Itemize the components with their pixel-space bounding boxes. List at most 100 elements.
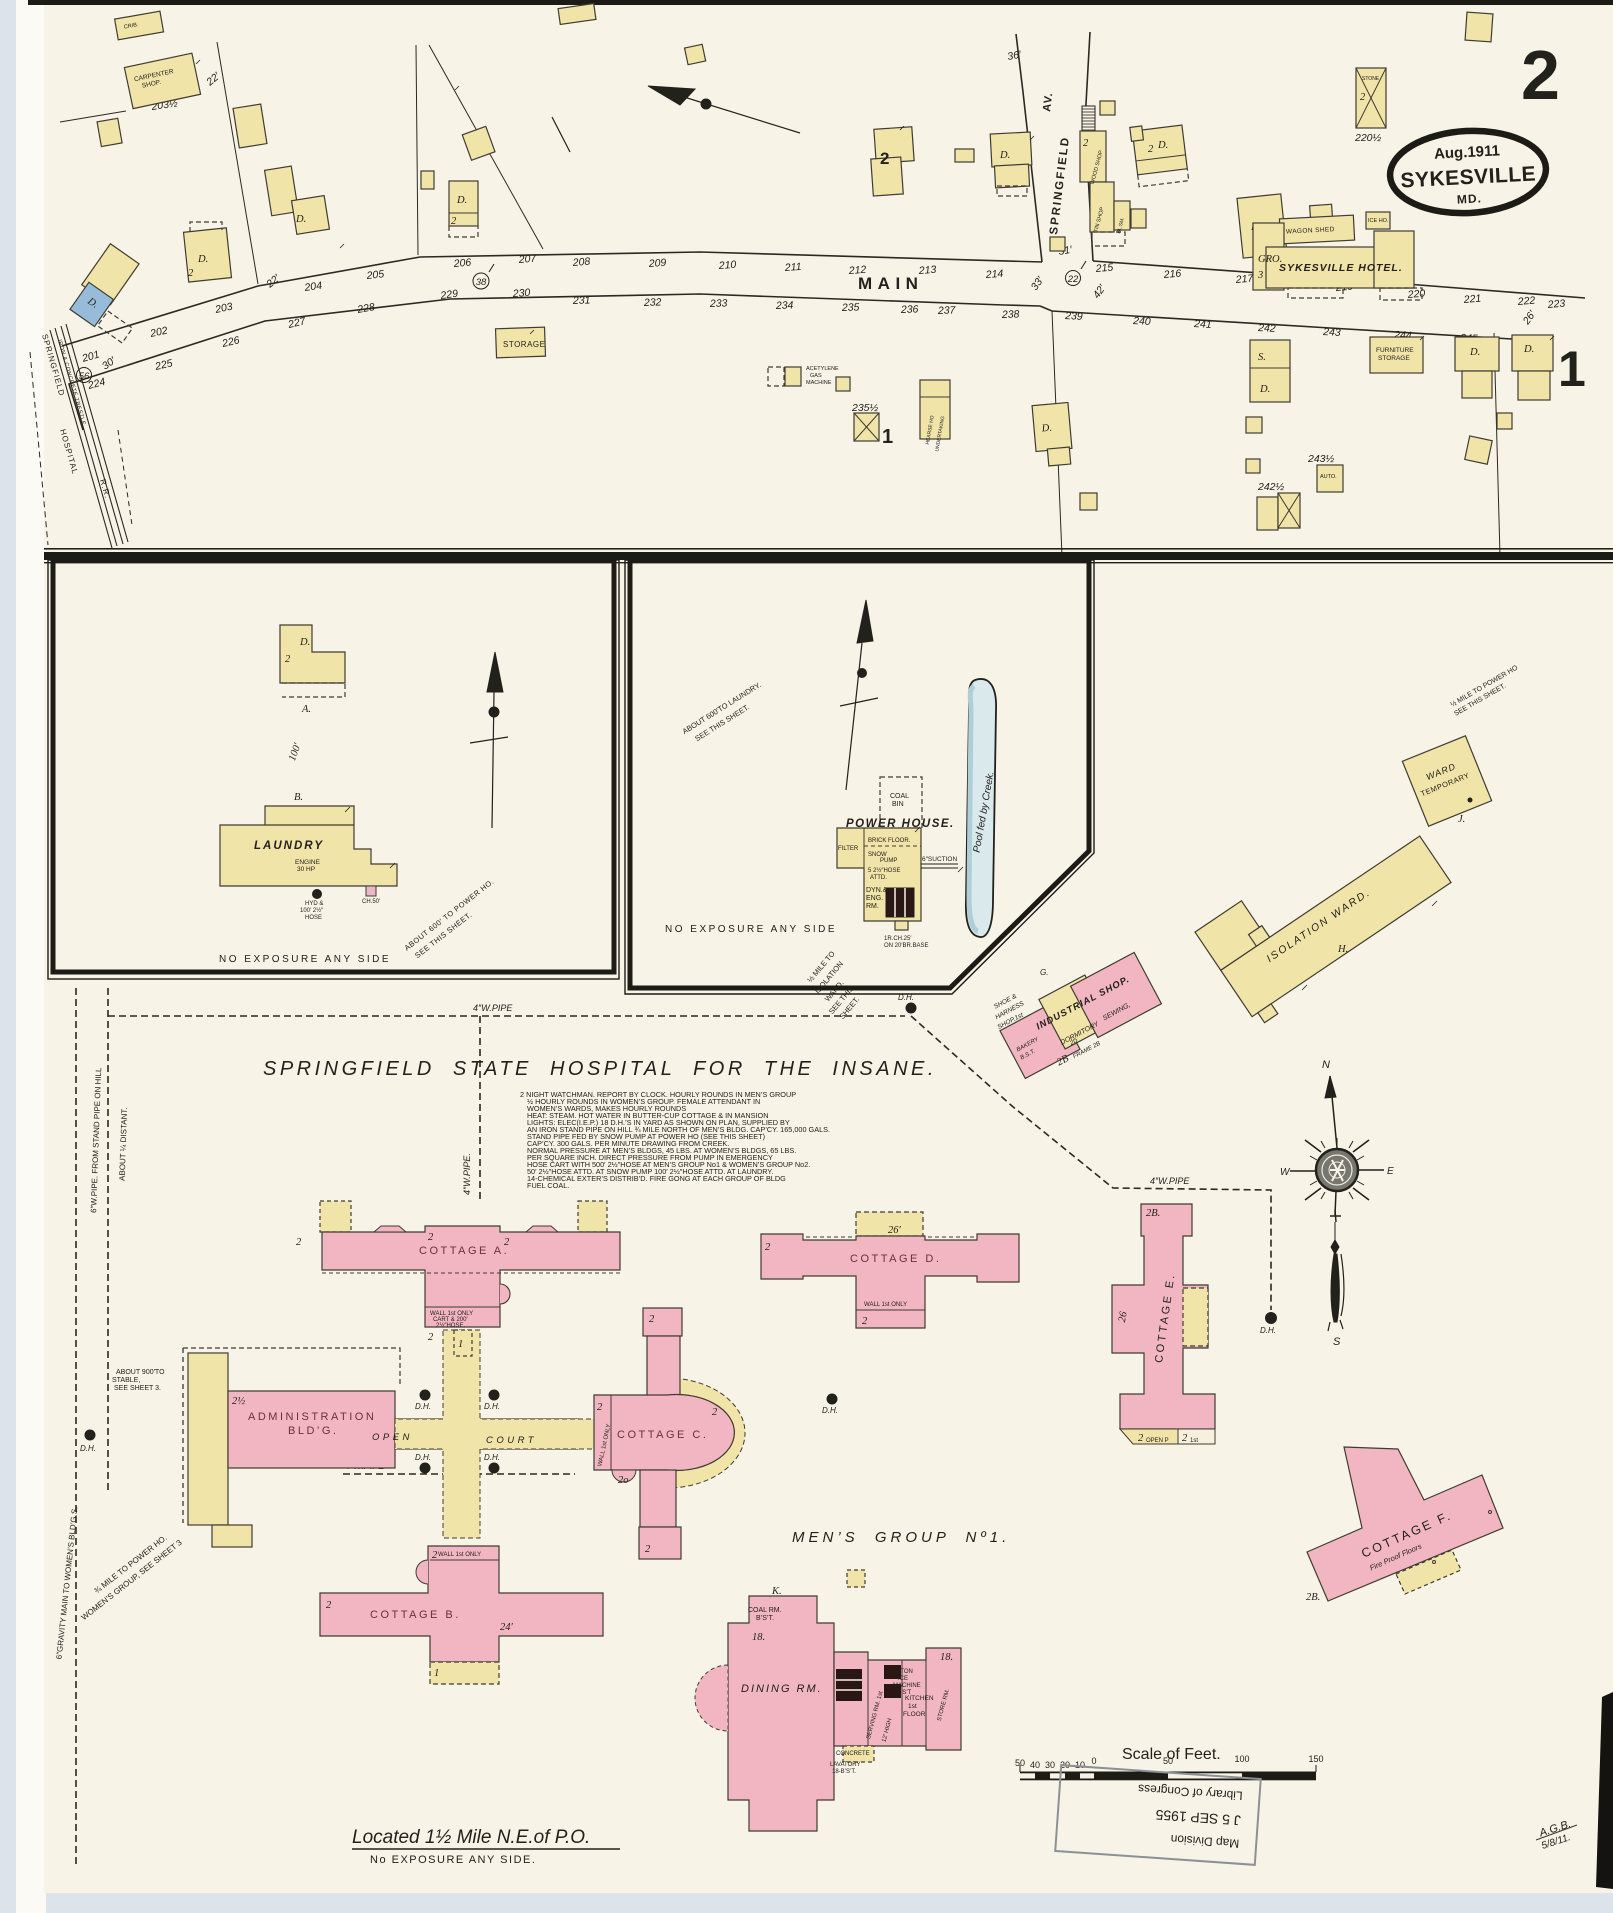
svg-text:J 5 SEP 1955: J 5 SEP 1955 bbox=[1155, 1807, 1241, 1829]
svg-text:LIGHTS: ELEC(I.E.P.) 18 D.H.’S: LIGHTS: ELEC(I.E.P.) 18 D.H.’S IN YARD A… bbox=[527, 1118, 790, 1127]
svg-text:ABOUT 900′TO: ABOUT 900′TO bbox=[116, 1369, 165, 1376]
svg-text:J.: J. bbox=[1458, 814, 1465, 825]
svg-text:WOMEN’S WARDS, MAKES HOURLY RO: WOMEN’S WARDS, MAKES HOURLY ROUNDS bbox=[527, 1104, 686, 1113]
svg-text:MACHINE: MACHINE bbox=[893, 1683, 921, 1689]
svg-text:2: 2 bbox=[1083, 138, 1089, 149]
svg-text:ATTD.: ATTD. bbox=[870, 875, 887, 881]
svg-text:2: 2 bbox=[428, 1332, 434, 1343]
svg-text:205: 205 bbox=[365, 268, 385, 282]
svg-text:D.H.: D.H. bbox=[415, 1402, 431, 1411]
svg-text:213: 213 bbox=[917, 264, 936, 277]
svg-text:W: W bbox=[1280, 1167, 1291, 1178]
svg-text:242: 242 bbox=[1257, 322, 1276, 335]
svg-text:229: 229 bbox=[439, 288, 459, 302]
svg-text:2: 2 bbox=[432, 1550, 438, 1561]
svg-text:223: 223 bbox=[1546, 297, 1566, 311]
svg-text:235: 235 bbox=[841, 301, 860, 314]
svg-text:220½: 220½ bbox=[1354, 132, 1382, 144]
svg-text:MACHINE: MACHINE bbox=[806, 380, 832, 386]
svg-text:HOSE: HOSE bbox=[305, 915, 322, 921]
svg-text:B’S’T: B’S’T bbox=[897, 1690, 912, 1696]
svg-text:207: 207 bbox=[517, 252, 538, 266]
svg-text:2½″HOSE.: 2½″HOSE. bbox=[436, 1322, 465, 1329]
svg-text:2: 2 bbox=[451, 216, 457, 227]
svg-text:PUMP: PUMP bbox=[880, 858, 897, 864]
svg-text:CONCRETE: CONCRETE bbox=[836, 1751, 870, 1757]
svg-text:BLD’G.: BLD’G. bbox=[288, 1425, 338, 1437]
svg-text:240: 240 bbox=[1132, 315, 1151, 328]
svg-text:LAUNDRY: LAUNDRY bbox=[254, 840, 324, 852]
svg-text:OPEN: OPEN bbox=[372, 1432, 413, 1443]
svg-text:18.: 18. bbox=[752, 1632, 765, 1643]
svg-text:GAS: GAS bbox=[810, 373, 822, 379]
svg-text:CAP’CY. 300 GALS. PER MINUTE D: CAP’CY. 300 GALS. PER MINUTE DRAWING FRO… bbox=[527, 1139, 729, 1148]
svg-text:210: 210 bbox=[717, 259, 736, 272]
svg-text:2o: 2o bbox=[618, 1475, 629, 1486]
svg-text:208: 208 bbox=[571, 255, 591, 269]
svg-text:B.: B. bbox=[294, 792, 303, 803]
svg-text:217: 217 bbox=[1234, 272, 1255, 286]
svg-text:2: 2 bbox=[1182, 1433, 1188, 1444]
svg-text:1: 1 bbox=[1558, 341, 1586, 397]
svg-text:G.: G. bbox=[1040, 968, 1048, 977]
svg-text:232: 232 bbox=[643, 296, 662, 309]
svg-text:MEN’S GROUP Nº1.: MEN’S GROUP Nº1. bbox=[792, 1529, 1010, 1546]
svg-text:204: 204 bbox=[303, 280, 323, 294]
svg-text:CH.50′: CH.50′ bbox=[362, 899, 381, 905]
svg-text:2 NIGHT WATCHMAN. REPORT BY CL: 2 NIGHT WATCHMAN. REPORT BY CLOCK. HOURL… bbox=[520, 1090, 796, 1099]
svg-text:A.: A. bbox=[301, 704, 311, 715]
svg-text:222: 222 bbox=[1516, 294, 1536, 308]
svg-text:SHOP.: SHOP. bbox=[141, 79, 162, 90]
svg-text:WALL 1st ONLY: WALL 1st ONLY bbox=[864, 1302, 907, 1308]
svg-text:ICE HO.: ICE HO. bbox=[1368, 218, 1389, 224]
svg-text:18-B’S’T.: 18-B’S’T. bbox=[832, 1769, 856, 1775]
svg-text:30: 30 bbox=[1045, 1760, 1055, 1770]
svg-text:1: 1 bbox=[458, 1339, 463, 1350]
svg-text:KITCHEN: KITCHEN bbox=[905, 1695, 934, 1702]
svg-text:NO EXPOSURE ANY SIDE: NO EXPOSURE ANY SIDE bbox=[219, 954, 391, 965]
svg-text:1R.CH.25′: 1R.CH.25′ bbox=[884, 936, 912, 942]
svg-text:NORMAL PRESSURE AT MEN’S BLDGS: NORMAL PRESSURE AT MEN’S BLDGS, 45 LBS. … bbox=[527, 1146, 796, 1155]
svg-text:D.: D. bbox=[1469, 347, 1480, 358]
svg-text:D.: D. bbox=[1040, 423, 1052, 435]
svg-text:COAL RM.: COAL RM. bbox=[748, 1607, 782, 1614]
svg-text:OPEN P: OPEN P bbox=[1146, 1438, 1169, 1444]
svg-text:5 2½″HOSE: 5 2½″HOSE bbox=[868, 867, 900, 874]
svg-text:2: 2 bbox=[1360, 92, 1366, 103]
svg-text:2D: 2D bbox=[1069, 1038, 1080, 1048]
svg-text:AN IRON STAND PIPE ON HILL ¾ M: AN IRON STAND PIPE ON HILL ¾ MILE NORTH … bbox=[527, 1125, 830, 1134]
svg-text:Map Division: Map Division bbox=[1170, 1832, 1240, 1851]
svg-text:HEAT: STEAM. HOT WATER IN BUTT: HEAT: STEAM. HOT WATER IN BUTTER-CUP COT… bbox=[527, 1111, 769, 1120]
svg-text:2: 2 bbox=[712, 1407, 718, 1418]
svg-text:COTTAGE A.: COTTAGE A. bbox=[419, 1245, 509, 1257]
svg-text:2: 2 bbox=[862, 1316, 868, 1327]
svg-text:WALL 1st ONLY: WALL 1st ONLY bbox=[438, 1552, 481, 1558]
svg-text:HEARSE HO: HEARSE HO bbox=[925, 415, 936, 445]
svg-text:24′: 24′ bbox=[500, 1622, 514, 1633]
svg-text:ENGINE: ENGINE bbox=[295, 859, 321, 866]
svg-text:14-CHEMICAL EXTER’S DISTRIB’D.: 14-CHEMICAL EXTER’S DISTRIB’D. FIRE GONG… bbox=[527, 1174, 786, 1183]
svg-text:10: 10 bbox=[1075, 1760, 1085, 1770]
svg-text:227: 227 bbox=[286, 315, 308, 331]
svg-text:209: 209 bbox=[647, 257, 666, 270]
svg-text:LAVATORY: LAVATORY bbox=[830, 1762, 860, 1768]
svg-text:228: 228 bbox=[355, 301, 375, 316]
svg-text:3: 3 bbox=[1257, 270, 1263, 281]
svg-text:D.: D. bbox=[456, 195, 467, 206]
svg-text:238: 238 bbox=[1001, 308, 1020, 321]
svg-text:COAL: COAL bbox=[890, 793, 909, 800]
svg-text:56: 56 bbox=[79, 371, 90, 382]
svg-text:POWER HOUSE.: POWER HOUSE. bbox=[846, 818, 955, 830]
svg-text:D.H.: D.H. bbox=[898, 993, 914, 1002]
svg-text:ACETYLENE: ACETYLENE bbox=[806, 366, 839, 372]
svg-text:DYN.&: DYN.& bbox=[866, 887, 888, 894]
svg-text:2: 2 bbox=[1138, 1433, 1144, 1444]
svg-text:40: 40 bbox=[1030, 1760, 1040, 1770]
svg-text:COTTAGE C.: COTTAGE C. bbox=[617, 1429, 708, 1441]
svg-text:ABOUT ¼ DISTANT.: ABOUT ¼ DISTANT. bbox=[118, 1107, 130, 1181]
svg-text:D.H.: D.H. bbox=[822, 1406, 838, 1415]
svg-text:50: 50 bbox=[1163, 1756, 1173, 1766]
svg-text:No EXPOSURE ANY SIDE.: No EXPOSURE ANY SIDE. bbox=[370, 1854, 536, 1866]
svg-text:231: 231 bbox=[572, 294, 591, 307]
svg-text:220: 220 bbox=[1406, 287, 1426, 301]
